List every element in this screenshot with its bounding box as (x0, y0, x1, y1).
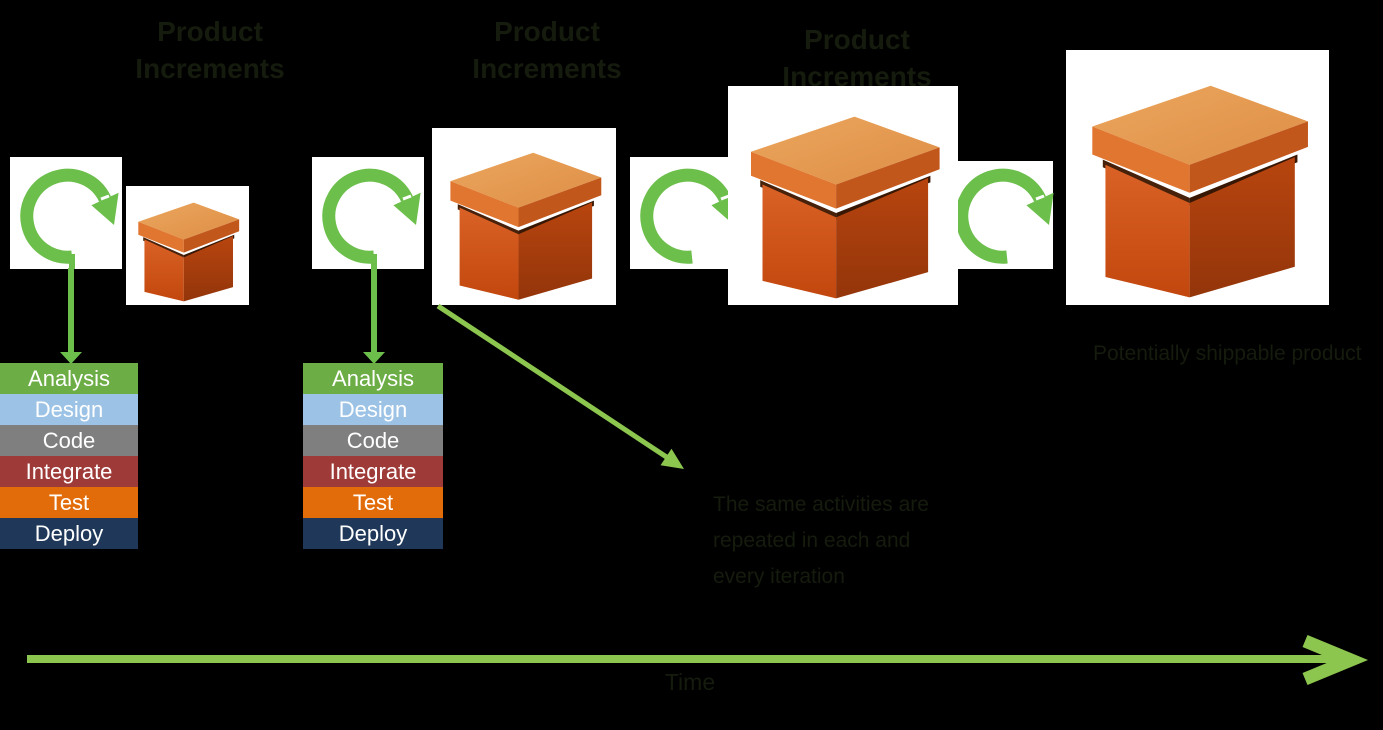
iteration-loop-icon (10, 157, 122, 269)
product-increment-box-2 (432, 128, 616, 305)
process-step-deploy: Deploy (0, 518, 138, 549)
increment-title-line2: Increments (472, 53, 622, 84)
increment-title-line1: Product (157, 16, 263, 47)
iteration-loop-icon (630, 157, 742, 269)
activity-stack-2: Analysis Design Code Integrate Test Depl… (303, 363, 443, 549)
annotation-line3: every iteration (713, 565, 845, 588)
process-step-design: Design (0, 394, 138, 425)
process-step-deploy: Deploy (303, 518, 443, 549)
iteration-annotation: The same activities are repeated in each… (713, 487, 993, 595)
process-step-test: Test (303, 487, 443, 518)
increment-title-line2: Increments (135, 53, 285, 84)
increment-title-1: Product Increments (90, 13, 330, 87)
diagonal-arrow-icon (436, 303, 684, 469)
down-arrow-line (371, 268, 377, 352)
increment-title-line1: Product (804, 24, 910, 55)
increment-title-2: Product Increments (427, 13, 667, 87)
iteration-loop-icon (945, 157, 1057, 269)
timeline-arrow-head-icon (1302, 634, 1369, 686)
process-step-analysis: Analysis (0, 363, 138, 394)
product-increment-box-1 (126, 186, 249, 305)
process-step-test: Test (0, 487, 138, 518)
process-step-integrate: Integrate (303, 456, 443, 487)
down-arrow-head-icon (363, 352, 385, 364)
iteration-loop-icon (312, 157, 424, 269)
annotation-line1: The same activities are (713, 493, 929, 516)
annotation-line2: repeated in each and (713, 529, 911, 552)
increment-title-line1: Product (494, 16, 600, 47)
process-step-integrate: Integrate (0, 456, 138, 487)
time-label: Time (664, 669, 716, 695)
process-step-code: Code (303, 425, 443, 456)
shippable-product-caption: Potentially shippable product (1093, 342, 1362, 365)
process-step-design: Design (303, 394, 443, 425)
down-arrow-head-icon (60, 352, 82, 364)
product-increment-box-4 (1066, 50, 1329, 305)
process-step-code: Code (0, 425, 138, 456)
product-increment-box-3 (728, 86, 958, 305)
process-step-analysis: Analysis (303, 363, 443, 394)
timeline-arrow-line (27, 655, 1338, 663)
down-arrow-line (68, 268, 74, 352)
activity-stack-1: Analysis Design Code Integrate Test Depl… (0, 363, 138, 549)
increment-title-3: Product Increments (737, 21, 977, 95)
